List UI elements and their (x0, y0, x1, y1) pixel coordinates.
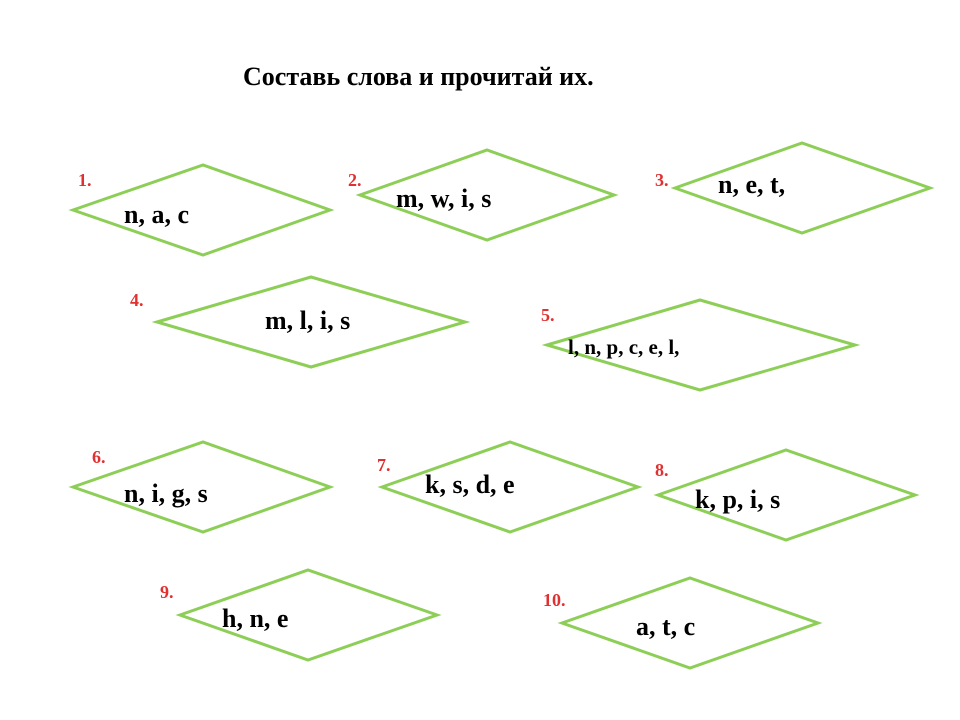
item-number-4: 4. (130, 290, 144, 310)
item-letters-4: m, l, i, s (265, 306, 351, 335)
item-number-6: 6. (92, 447, 106, 467)
diamond-6 (68, 440, 335, 534)
item-number-5: 5. (541, 305, 555, 325)
item-letters-1: n, a, c (124, 200, 189, 229)
item-letters-6: n, i, g, s (124, 479, 208, 508)
item-number-1: 1. (78, 170, 92, 190)
item-number-2: 2. (348, 170, 362, 190)
diamond-7 (377, 440, 643, 534)
diamond-3 (670, 141, 935, 235)
diamond-5 (541, 298, 861, 392)
item-number-9: 9. (160, 582, 174, 602)
diamond-2 (355, 148, 619, 242)
item-number-10: 10. (543, 590, 566, 610)
item-number-7: 7. (377, 455, 391, 475)
diamond-9 (175, 568, 442, 662)
diamond-8 (653, 448, 920, 542)
item-letters-5: l, n, p, c, e, l, (568, 335, 680, 359)
item-number-8: 8. (655, 460, 669, 480)
diamond-4 (151, 275, 471, 369)
item-letters-9: h, n, e (222, 604, 289, 633)
item-number-3: 3. (655, 170, 669, 190)
diamond-1 (68, 163, 335, 257)
item-letters-10: a, t, c (636, 612, 696, 641)
item-letters-2: m, w, i, s (396, 184, 492, 213)
diamond-10 (557, 576, 823, 670)
page-title: Составь слова и прочитай их. (243, 62, 594, 91)
item-letters-7: k, s, d, e (425, 470, 515, 499)
item-letters-3: n, e, t, (718, 170, 786, 199)
item-letters-8: k, p, i, s (695, 485, 781, 514)
